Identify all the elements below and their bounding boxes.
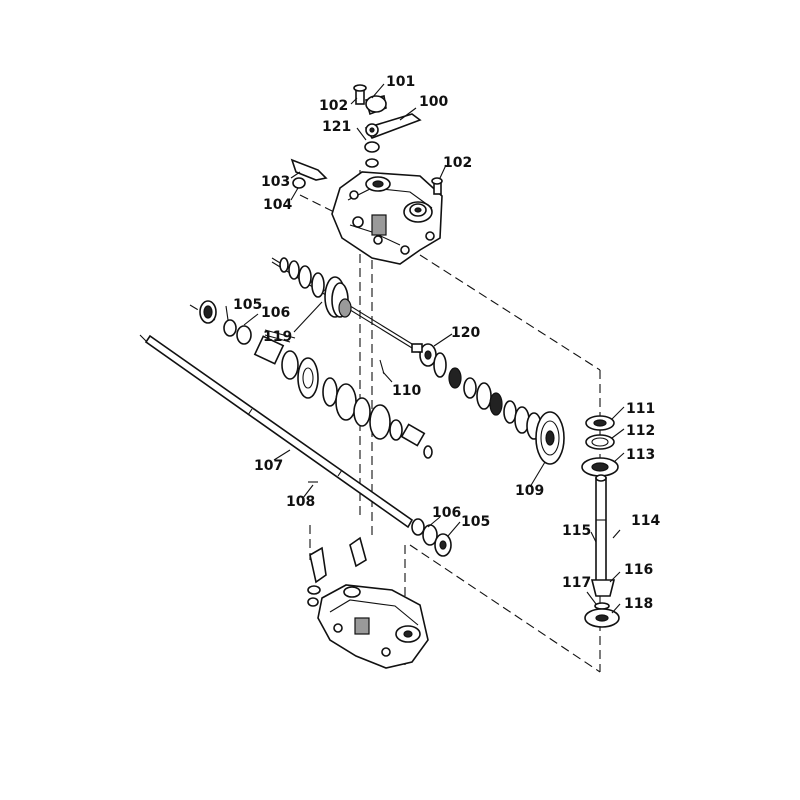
callout-101: 101 [386, 74, 415, 90]
leader-lines [225, 83, 625, 614]
callout-110: 110 [392, 383, 421, 399]
callout-100: 100 [419, 94, 448, 110]
callout-115: 115 [562, 523, 591, 539]
callout-104: 104 [263, 197, 292, 213]
callout-111: 111 [626, 401, 655, 417]
callout-113: 113 [626, 447, 655, 463]
callout-102-right: 102 [443, 155, 472, 171]
callout-105-left: 105 [233, 297, 262, 313]
shift-parts [290, 84, 443, 195]
callout-118: 118 [624, 596, 653, 612]
callout-102-top: 102 [319, 98, 348, 114]
vertical-shaft-assembly [581, 415, 621, 628]
callout-109: 109 [515, 483, 544, 499]
callout-120: 120 [451, 325, 480, 341]
callout-107: 107 [254, 458, 283, 474]
intermediate-shaft-assembly [271, 257, 437, 367]
callout-labels: 101 102 100 121 102 103 104 105 106 119 … [233, 74, 660, 612]
callout-105-right: 105 [461, 514, 490, 530]
lower-housing [307, 536, 429, 669]
callout-119: 119 [263, 329, 292, 345]
gear-stack [199, 300, 433, 459]
callout-106-left: 106 [261, 305, 290, 321]
output-gears [433, 352, 565, 465]
upper-housing [331, 171, 443, 265]
callout-121: 121 [322, 119, 351, 135]
callout-114: 114 [631, 513, 660, 529]
callout-103: 103 [261, 174, 290, 190]
callout-116: 116 [624, 562, 653, 578]
callout-106-right: 106 [432, 505, 461, 521]
callout-108: 108 [286, 494, 315, 510]
axle-107 [144, 334, 452, 557]
callout-117: 117 [562, 575, 591, 591]
callout-112: 112 [626, 423, 655, 439]
